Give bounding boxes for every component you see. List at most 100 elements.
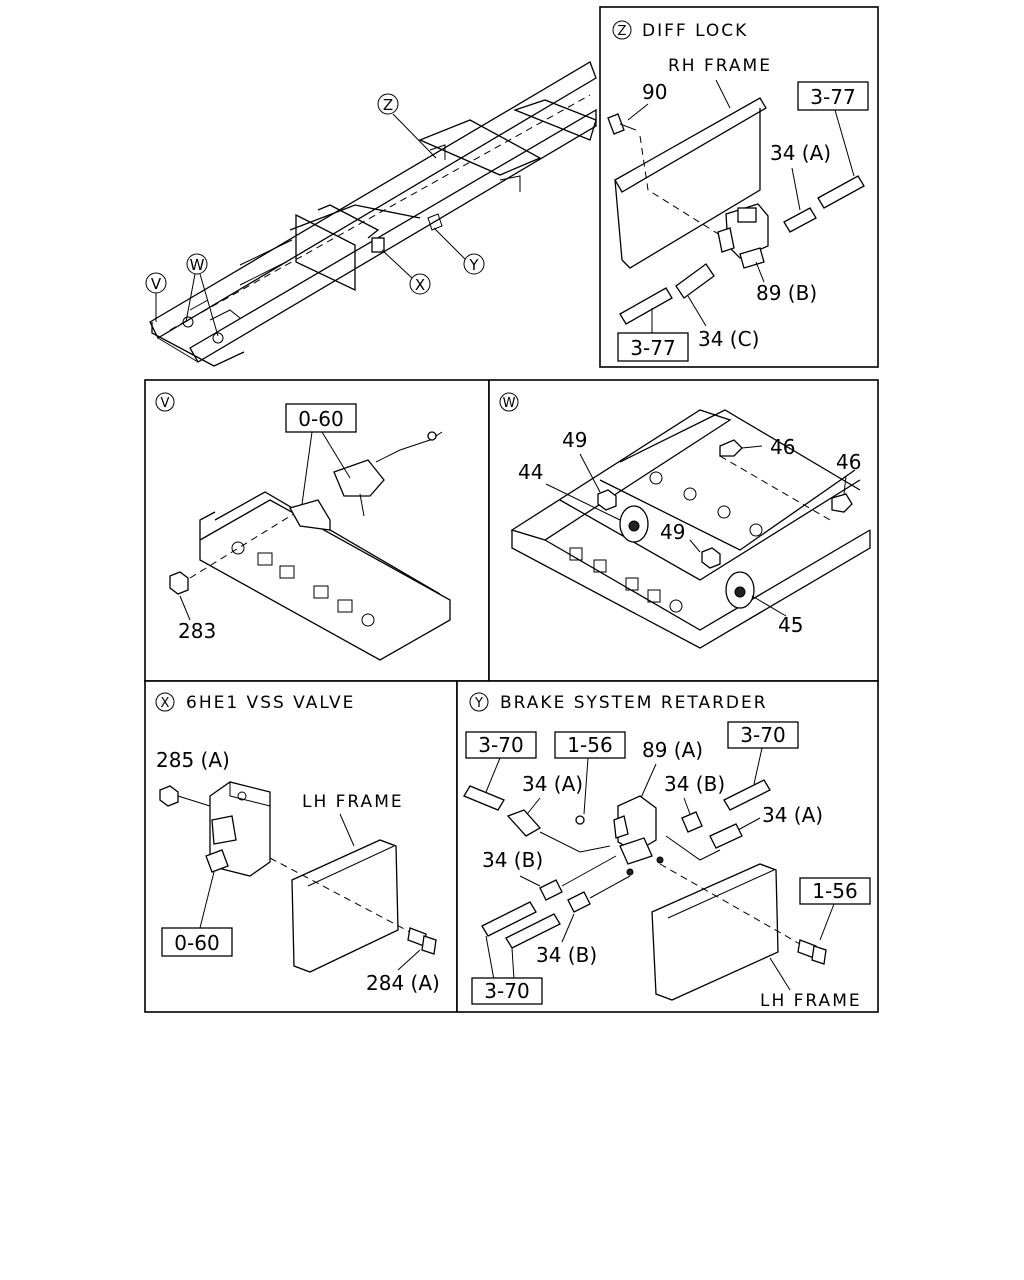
panel-z-title: Z DIFF LOCK — [612, 20, 748, 41]
part-46-left[interactable]: 46 — [719, 435, 795, 459]
panel-y-title: Y BRAKE SYSTEM RETARDER — [469, 692, 768, 713]
svg-text:3-70: 3-70 — [740, 723, 785, 747]
part-34b-top[interactable]: 34 (B) — [664, 772, 725, 861]
svg-text:34 (A): 34 (A) — [762, 803, 823, 827]
svg-text:44: 44 — [518, 460, 543, 484]
part-49-mid[interactable]: 49 — [660, 520, 721, 569]
lh-frame-rail-x — [291, 839, 399, 973]
svg-text:89 (B): 89 (B) — [756, 281, 817, 305]
svg-text:DIFF LOCK: DIFF LOCK — [642, 21, 748, 41]
svg-text:90: 90 — [642, 80, 667, 104]
svg-text:X: X — [161, 696, 170, 711]
vss-valve-body[interactable] — [205, 781, 271, 877]
svg-text:3-77: 3-77 — [630, 336, 675, 360]
frame-crossmember-w — [510, 409, 871, 649]
svg-text:3-70: 3-70 — [478, 733, 523, 757]
svg-text:X: X — [415, 276, 425, 294]
svg-text:W: W — [503, 396, 516, 411]
svg-text:1-56: 1-56 — [812, 879, 857, 903]
panel-v-title: V — [155, 392, 175, 412]
svg-text:46: 46 — [770, 435, 795, 459]
svg-text:34 (B): 34 (B) — [482, 848, 543, 872]
svg-text:3-77: 3-77 — [810, 85, 855, 109]
part-284a[interactable]: 284 (A) — [366, 927, 440, 995]
rh-frame-rail — [614, 97, 767, 269]
ref-3-77-top[interactable]: 3-77 — [797, 81, 869, 177]
bolt-line-x — [269, 857, 411, 933]
ref-0-60-v[interactable]: 0-60 — [285, 403, 357, 505]
svg-text:34 (A): 34 (A) — [522, 772, 583, 796]
rh-frame-leader — [715, 79, 731, 109]
part-45[interactable]: 45 — [751, 595, 803, 637]
svg-text:45: 45 — [778, 613, 803, 637]
svg-text:Z: Z — [618, 24, 627, 39]
part-0-60-bracket — [289, 431, 443, 531]
svg-text:Y: Y — [468, 256, 479, 274]
svg-text:89 (A): 89 (A) — [642, 738, 703, 762]
ref-3-70-right[interactable]: 3-70 — [723, 721, 799, 811]
svg-text:0-60: 0-60 — [174, 931, 219, 955]
svg-text:46: 46 — [836, 450, 861, 474]
part-89a-valve[interactable]: 89 (A) — [613, 738, 703, 876]
svg-text:49: 49 — [562, 428, 587, 452]
svg-text:0-60: 0-60 — [298, 407, 343, 431]
part-89b-valve[interactable]: 89 (B) — [717, 203, 817, 305]
part-44[interactable]: 44 — [518, 460, 621, 521]
svg-text:284 (A): 284 (A) — [366, 971, 440, 995]
part-285a[interactable]: 285 (A) — [156, 748, 230, 807]
hose-3-77-top — [817, 175, 865, 209]
callout-v[interactable]: V — [145, 272, 167, 322]
panel-y-frame — [456, 680, 879, 1013]
hose-3-77-bottom — [619, 287, 673, 325]
callout-z[interactable]: Z — [377, 93, 437, 159]
svg-text:Z: Z — [383, 96, 393, 114]
svg-text:34 (B): 34 (B) — [536, 943, 597, 967]
svg-text:BRAKE SYSTEM RETARDER: BRAKE SYSTEM RETARDER — [500, 693, 768, 713]
svg-text:V: V — [161, 396, 170, 411]
callout-w[interactable]: W — [185, 253, 219, 337]
part-34a-right[interactable]: 34 (A) — [709, 803, 823, 849]
part-34b-left[interactable]: 34 (B) — [482, 848, 617, 901]
lh-frame-label-y: LH FRAME — [760, 991, 862, 1011]
lh-frame-leader-x — [339, 813, 355, 847]
panel-x-title: X 6HE1 VSS VALVE — [155, 692, 353, 713]
frame-crossmember-v — [189, 491, 451, 661]
svg-text:49: 49 — [660, 520, 685, 544]
part-34b-bottom[interactable]: 34 (B) — [536, 875, 631, 967]
svg-text:285 (A): 285 (A) — [156, 748, 230, 772]
callout-x[interactable]: X — [381, 249, 431, 295]
svg-text:Y: Y — [474, 696, 483, 711]
bolt-line-y — [659, 863, 801, 945]
hoses-3-70-bottom — [481, 901, 561, 981]
callout-y[interactable]: Y — [433, 227, 485, 275]
part-90[interactable]: 90 — [607, 80, 721, 236]
ref-0-60-x[interactable]: 0-60 — [161, 871, 233, 957]
panel-x-frame — [144, 680, 458, 1013]
lh-frame-label-x: LH FRAME — [302, 792, 404, 812]
part-34a-left[interactable]: 34 (A) — [506, 772, 611, 853]
svg-text:3-70: 3-70 — [484, 979, 529, 1003]
horn-45[interactable] — [725, 571, 755, 609]
ref-3-77-bottom[interactable]: 3-77 — [617, 308, 689, 362]
panel-w-title: W — [499, 392, 519, 412]
svg-text:283: 283 — [178, 619, 216, 643]
svg-text:34 (B): 34 (B) — [664, 772, 725, 796]
part-46-right[interactable]: 46 — [831, 450, 861, 513]
ref-1-56-right[interactable]: 1-56 — [797, 877, 871, 965]
part-34c[interactable]: 34 (C) — [675, 263, 759, 351]
part-34a[interactable]: 34 (A) — [770, 141, 831, 233]
ref-3-70-left[interactable]: 3-70 — [463, 731, 537, 811]
horn-44[interactable] — [619, 505, 649, 543]
lh-frame-rail-y — [651, 863, 779, 1001]
ref-1-56-top[interactable]: 1-56 — [554, 731, 626, 825]
lh-frame-leader-y — [769, 957, 791, 991]
svg-text:V: V — [151, 275, 162, 293]
ref-3-70-bottom[interactable]: 3-70 — [471, 977, 543, 1005]
part-283[interactable]: 283 — [169, 571, 216, 643]
svg-text:W: W — [190, 256, 205, 274]
svg-text:34 (C): 34 (C) — [698, 327, 759, 351]
svg-text:34 (A): 34 (A) — [770, 141, 831, 165]
chassis-overview — [149, 61, 597, 367]
part-49-top[interactable]: 49 — [562, 428, 617, 511]
